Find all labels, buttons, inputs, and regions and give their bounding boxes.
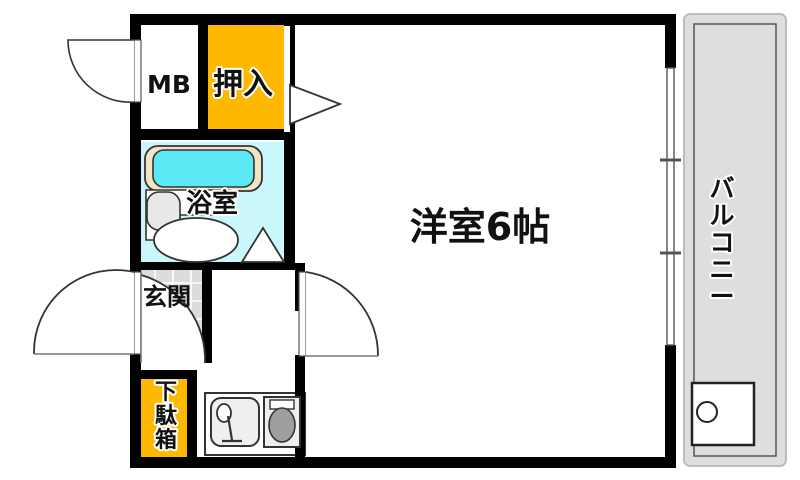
wall-genkan-left-lower: [130, 352, 141, 466]
genkan-inner-door-arc: [140, 274, 206, 364]
room-label-mb: MB: [147, 70, 191, 99]
getabako-char-1: 駄: [155, 403, 177, 429]
room-door-fill: [306, 272, 379, 356]
wall-mb-oshiire-divider: [198, 24, 208, 134]
sliding-door-glass: [666, 67, 675, 346]
bath-door: [240, 226, 286, 263]
entrance-door-arc: [33, 269, 135, 355]
wall-right-lower: [665, 345, 676, 468]
ac-outdoor-unit: [690, 381, 756, 447]
wall-getabako-top: [133, 370, 197, 379]
balcony-floor: [683, 13, 787, 467]
mb-closet-floor: [140, 24, 200, 132]
stove-unit: [263, 396, 301, 448]
getabako-floor: [140, 377, 194, 460]
stove-unit-burner: [268, 407, 296, 443]
entrance-door-sweep-fill: [34, 272, 134, 354]
getabako-char-2: 箱: [155, 427, 177, 453]
balcony-sliding-glass-door: [660, 67, 681, 346]
balcony-char-1: ル: [709, 201, 734, 230]
room-door-swing: [298, 271, 379, 357]
bath-door-triangle: [240, 226, 286, 263]
wall-top: [130, 14, 676, 25]
room-label-balcony: バ ル コ ニ ー: [707, 172, 736, 313]
kitchen-sink: [210, 397, 260, 447]
washbasin: [153, 217, 239, 263]
room-label-youshitsu: 洋室6帖: [410, 205, 550, 249]
balcony-char-4: ー: [709, 282, 734, 311]
getabako-char-0: 下: [155, 380, 177, 405]
bathtub-basin: [152, 149, 255, 188]
ac-fan-icon: [696, 401, 718, 423]
room-door-arc: [305, 271, 379, 357]
room-label-getabako: 下 駄 箱: [153, 378, 179, 455]
room-door-leaf: [298, 271, 307, 357]
wall-getabako-right: [187, 370, 197, 466]
washbasin-bowl: [153, 217, 239, 263]
mb-door-arc: [67, 39, 135, 103]
wall-genkan-right: [202, 270, 212, 363]
balcony-railing: [693, 23, 777, 457]
main-room-floor: [296, 22, 664, 466]
bathtub: [144, 145, 263, 192]
mb-door-swing: [67, 39, 142, 103]
entrance-door-leaf: [133, 271, 142, 355]
wall-right-upper: [665, 14, 676, 68]
closet-folding-door: [284, 26, 343, 132]
wall-genkan-left-upper: [130, 262, 141, 274]
genkan-inner-door-fill: [141, 275, 206, 363]
closet-door-triangle: [289, 83, 343, 126]
wall-bath-bottom: [130, 262, 295, 270]
room-label-yokushitsu: 浴室: [186, 188, 238, 219]
oshiire-closet-floor: [207, 24, 284, 132]
room-label-oshiire: 押入: [213, 67, 273, 102]
balcony-area: [683, 13, 787, 467]
balcony-char-3: ニ: [709, 255, 734, 284]
wall-closet-bottom: [130, 129, 290, 140]
balcony-char-2: コ: [709, 228, 734, 257]
room-label-genkan: 玄関: [143, 283, 191, 311]
mb-door-leaf: [133, 39, 142, 103]
kitchen-sink-basin: [210, 397, 260, 447]
genkan-inner-door-swing: [140, 274, 206, 364]
entrance-door-swing: [33, 269, 142, 355]
balcony-char-0: バ: [709, 174, 734, 203]
wall-bath-left: [130, 139, 141, 269]
wall-bottom: [130, 457, 676, 468]
wall-bath-right: [284, 139, 295, 269]
closet-door-track: [284, 26, 290, 132]
kitchen-faucet-neck: [226, 415, 234, 441]
